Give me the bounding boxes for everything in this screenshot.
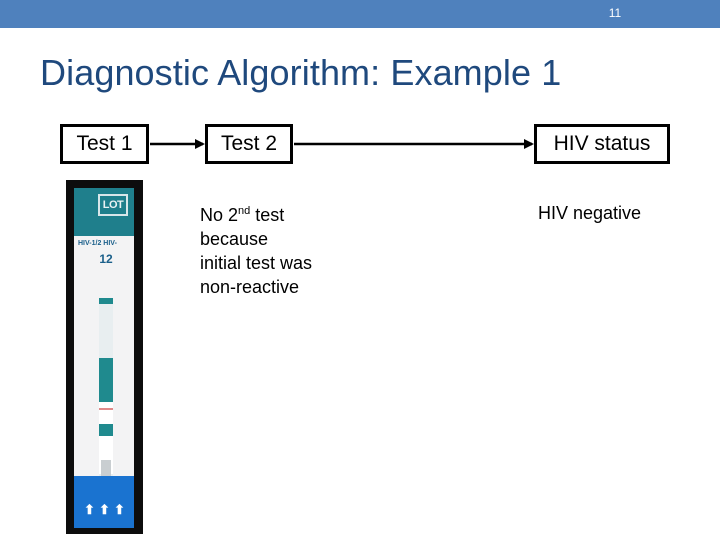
test-strip-card: LOT HIV-1/2 HIV- 12 ⬆ ⬆ ⬆ <box>74 188 134 528</box>
lot-label: LOT <box>98 194 128 216</box>
strip-blue-base <box>74 476 134 528</box>
test1-label: Test 1 <box>76 132 133 155</box>
up-arrow-icon: ⬆ <box>84 502 95 517</box>
note-line-1: No 2nd test <box>200 203 370 227</box>
strip-number: 12 <box>99 252 113 266</box>
test2-label: Test 2 <box>220 132 278 155</box>
sample-pad <box>101 460 111 478</box>
note-line-2: because <box>200 229 269 249</box>
test-strip-image: LOT HIV-1/2 HIV- 12 ⬆ ⬆ ⬆ <box>66 180 143 534</box>
test2-box: Test 2 <box>205 124 293 164</box>
hiv-result: HIV negative <box>538 203 642 223</box>
test1-box: Test 1 <box>60 124 149 164</box>
note-line-4: non-reactive <box>200 277 300 297</box>
note-line-1-post: test <box>250 205 285 225</box>
note-line-1-sup: nd <box>238 205 251 217</box>
strip-teal-upper <box>99 358 113 402</box>
header-bar: 11 <box>0 0 720 28</box>
note-line-1-pre: No 2 <box>200 205 239 225</box>
note-line-3: initial test was <box>200 253 313 273</box>
up-arrow-icon: ⬆ <box>99 502 110 517</box>
strip-window-control <box>99 402 113 424</box>
strip-teal-top <box>99 298 113 304</box>
strip-teal-middle <box>99 424 113 436</box>
hiv-status-label: HIV status <box>553 132 651 155</box>
control-line <box>99 408 113 410</box>
test2-note: No 2nd test because initial test was non… <box>200 203 370 299</box>
hiv-status-box: HIV status <box>534 124 670 164</box>
slide-number: 11 <box>608 6 622 20</box>
strip-header-band: LOT <box>74 188 134 236</box>
up-arrow-icon: ⬆ <box>114 502 125 517</box>
strip-print-upper <box>102 308 110 358</box>
slide-title: Diagnostic Algorithm: Example 1 <box>40 52 562 93</box>
strip-hiv-label: HIV-1/2 HIV- <box>78 240 117 247</box>
